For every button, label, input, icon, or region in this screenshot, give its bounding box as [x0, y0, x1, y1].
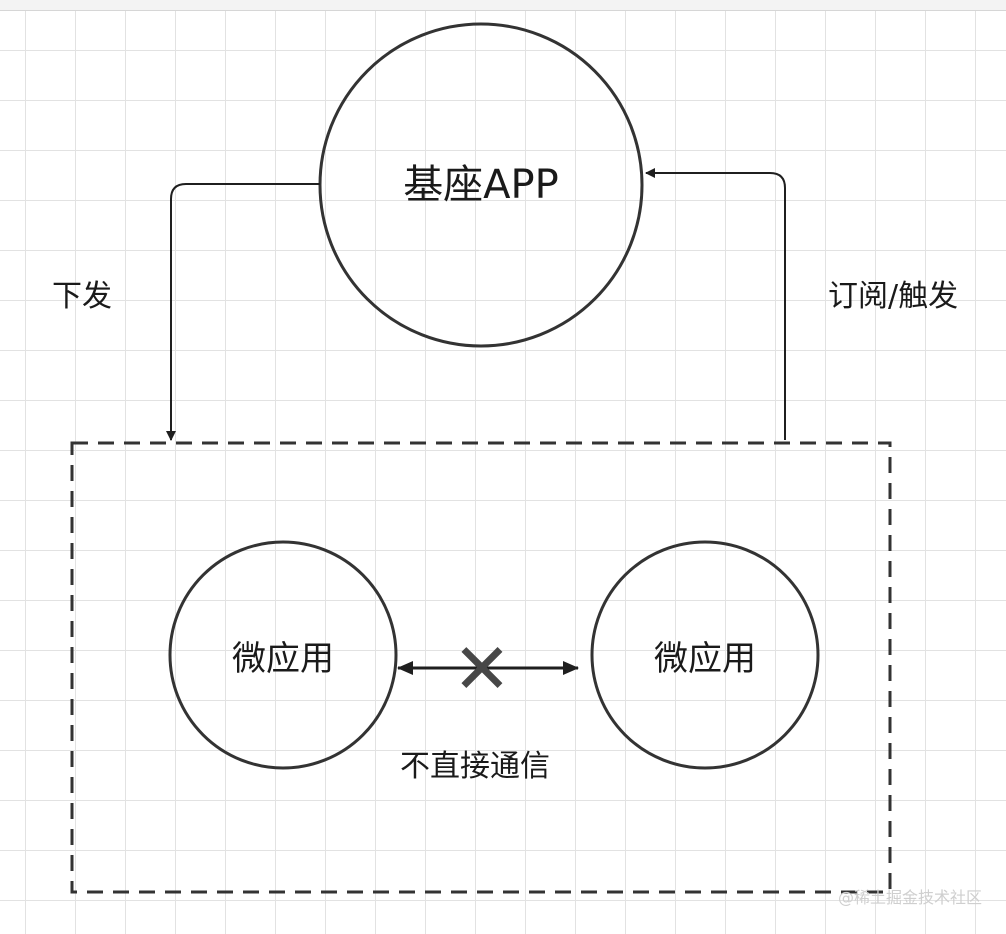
- micro-app-right-node[interactable]: [590, 540, 820, 770]
- watermark: @稀土掘金技术社区: [837, 888, 982, 907]
- no-direct-comm-label: 不直接通信: [400, 749, 550, 784]
- micro-app-container[interactable]: [70, 441, 892, 894]
- micro-app-right-label: 微应用: [654, 639, 756, 679]
- cross-icon: ✕: [452, 628, 512, 710]
- micro-app-left-node[interactable]: [168, 540, 398, 770]
- dispatch-arrow: [166, 183, 320, 441]
- toolbar-strip: [0, 0, 1006, 11]
- subscribe-label: 订阅/触发: [828, 279, 959, 314]
- dispatch-label: 下发: [52, 279, 112, 314]
- base-app-label: 基座APP: [403, 162, 559, 208]
- subscribe-arrow: [645, 168, 786, 440]
- micro-app-left-label: 微应用: [232, 639, 334, 679]
